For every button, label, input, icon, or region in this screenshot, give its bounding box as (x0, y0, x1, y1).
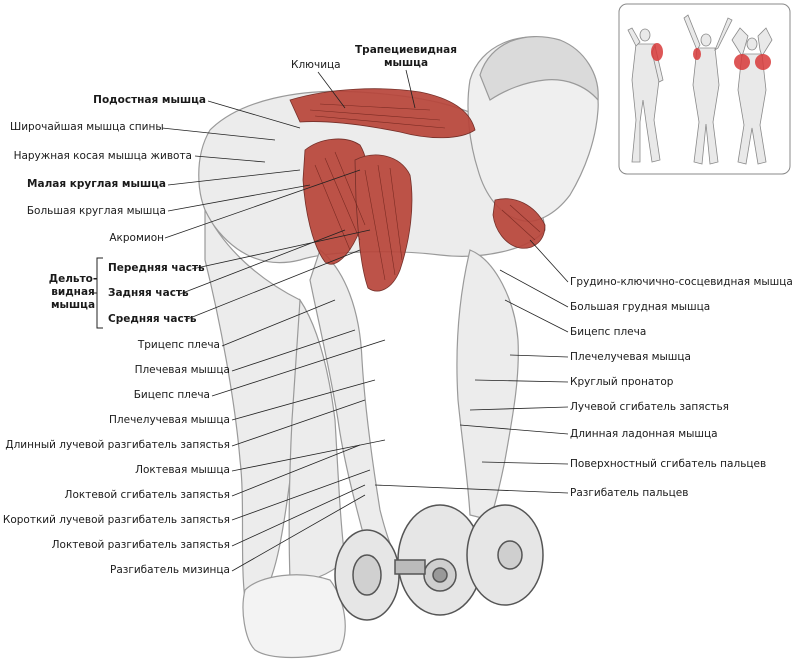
label-srednyaya: Средняя часть (108, 313, 197, 325)
leader-lines (161, 69, 569, 572)
inset-highlights (651, 43, 771, 70)
label-triceps: Трицепс плеча (137, 339, 220, 351)
label-loktevoy-sgibatel: Локтевой сгибатель запястья (64, 489, 230, 501)
label-trapecievidnaya-1: Трапециевидная (355, 44, 457, 56)
highlighted-muscles (289, 88, 546, 292)
label-razgibatel-mizintsa: Разгибатель мизинца (109, 564, 230, 576)
label-bolshaya-grudnaya: Большая грудная мышца (570, 301, 711, 313)
label-grudino: Грудино-ключично-сосцевидная мышца (570, 276, 793, 288)
label-zadnyaya: Задняя часть (108, 287, 189, 299)
label-luchevoy-sgibatel: Лучевой сгибатель запястья (570, 401, 729, 413)
label-poverhnostny: Поверхностный сгибатель пальцев (570, 458, 767, 470)
label-dlinny-luchevoy: Длинный лучевой разгибатель запястья (5, 439, 230, 451)
label-krugly-pronator: Круглый пронатор (570, 376, 674, 388)
label-biceps-right: Бицепс плеча (570, 326, 647, 338)
label-deltovidnaya-3: мышца (50, 299, 96, 311)
label-perednyaya: Передняя часть (108, 262, 205, 274)
label-korotky-luchevoy: Короткий лучевой разгибатель запястья (2, 514, 230, 526)
deltoid-bracket (92, 257, 103, 329)
label-biceps-left: Бицепс плеча (133, 389, 210, 401)
label-deltovidnaya-2: видная (51, 286, 95, 298)
dumbbells (334, 504, 544, 621)
label-plecheluchevaya-right: Плечелучевая мышца (570, 351, 691, 363)
label-plechevaya: Плечевая мышца (134, 364, 230, 376)
label-shirochayshaya: Широчайшая мышца спины (10, 121, 164, 133)
label-trapecievidnaya-2: мышца (383, 57, 429, 69)
label-loktevoy-razgibatel: Локтевой разгибатель запястья (51, 539, 230, 551)
label-malaya-kruglaya: Малая круглая мышца (27, 178, 166, 190)
label-dlinnaya-ladonnaya: Длинная ладонная мышца (570, 428, 718, 440)
label-razgibatel-paltsev: Разгибатель пальцев (570, 487, 689, 499)
label-akromion: Акромион (109, 232, 164, 244)
label-podostnaya: Подостная мышца (93, 94, 206, 106)
label-loktevaya: Локтевая мышца (135, 464, 230, 476)
label-bolshaya-kruglaya: Большая круглая мышца (26, 205, 166, 217)
label-naruzhnaya-kosaya: Наружная косая мышца живота (13, 150, 192, 162)
label-plecheluchevaya-left: Плечелучевая мышца (109, 414, 230, 426)
label-deltovidnaya-1: Дельто- (48, 273, 98, 285)
label-klyuchitsa: Ключица (291, 59, 341, 71)
